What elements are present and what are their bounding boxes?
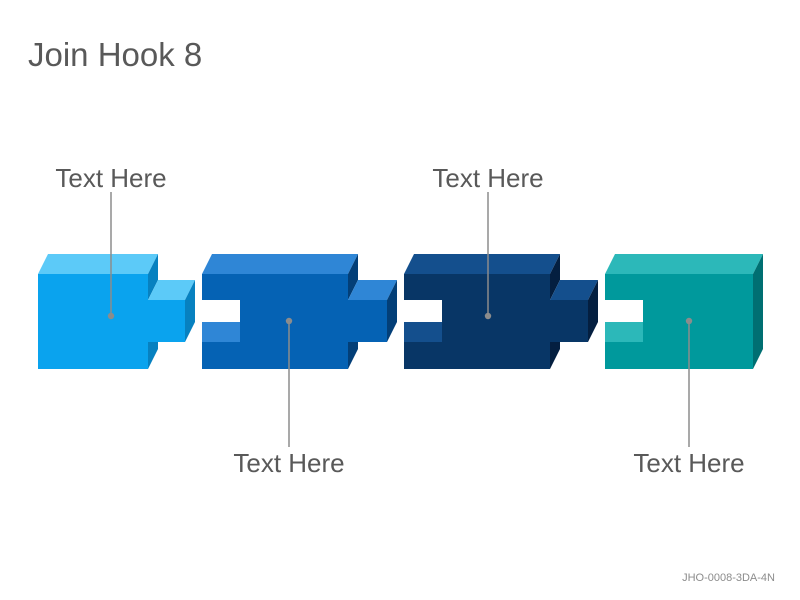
piece-1-label[interactable]: Text Here [55, 163, 167, 193]
puzzle-piece-4[interactable] [605, 254, 763, 369]
piece-2-label[interactable]: Text Here [233, 448, 345, 478]
leader-line-4 [685, 317, 693, 447]
leader-line-3 [484, 192, 492, 320]
leader-line-1 [107, 192, 115, 320]
puzzle-piece-1[interactable] [38, 254, 195, 369]
slide-title: Join Hook 8 [28, 36, 203, 73]
piece-4-label[interactable]: Text Here [633, 448, 745, 478]
puzzle-piece-3[interactable] [404, 254, 598, 369]
leader-line-2 [285, 317, 293, 447]
puzzle-piece-2[interactable] [202, 254, 397, 369]
piece-3-label[interactable]: Text Here [432, 163, 544, 193]
footer-code: JHO-0008-3DA-4N [682, 572, 775, 584]
